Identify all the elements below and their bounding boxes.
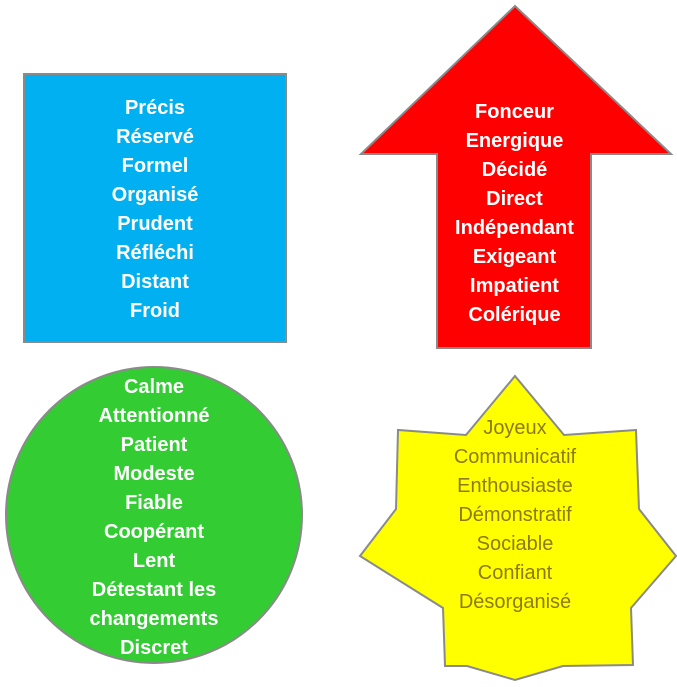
arrow-word: Colérique	[468, 304, 561, 326]
green-circle	[5, 366, 303, 664]
blue-square	[23, 73, 287, 343]
circle-word: Discret	[120, 637, 188, 659]
star-word: Joyeux	[483, 417, 547, 439]
circle-word: Détestant les	[91, 579, 217, 601]
circle-word: Calme	[123, 376, 185, 398]
red-up-arrow	[358, 4, 674, 349]
circle-word: Coopérant	[104, 521, 204, 543]
circle-word-list: Calme Attentionné Patient Modeste Fiable…	[6, 373, 302, 663]
arrow-word: Impatient	[470, 275, 559, 297]
circle-word: Lent	[132, 550, 176, 572]
square-word-list: Précis Réservé Formel Organisé Prudent R…	[24, 94, 286, 326]
arrow-word-list: Fonceur Energique Décidé Direct Indépend…	[437, 98, 592, 330]
yellow-star	[358, 374, 677, 682]
arrow-word: Exigeant	[472, 246, 557, 268]
square-word: Prudent	[117, 213, 193, 235]
circle-word: Fiable	[125, 492, 183, 514]
star-word: Confiant	[477, 562, 553, 584]
arrow-word: Indépendant	[455, 217, 574, 239]
square-word: Réfléchi	[116, 242, 194, 264]
star-word-list: Joyeux Communicatif Enthousiaste Démonst…	[400, 414, 630, 617]
circle-word: Modeste	[113, 463, 195, 485]
star-word: Sociable	[476, 533, 554, 555]
square-word: Réservé	[116, 126, 194, 148]
square-word: Formel	[121, 155, 189, 177]
square-word: Précis	[124, 97, 186, 119]
star-word: Communicatif	[453, 446, 577, 468]
star-word: Désorganisé	[458, 591, 572, 613]
arrow-word: Décidé	[481, 159, 548, 181]
circle-word: Patient	[120, 434, 188, 456]
star-word: Enthousiaste	[457, 475, 573, 497]
arrow-word: Fonceur	[475, 101, 554, 123]
arrow-word: Direct	[486, 188, 543, 210]
square-word: Froid	[130, 300, 180, 322]
square-word: Distant	[121, 271, 189, 293]
star-word: Démonstratif	[458, 504, 572, 526]
square-word: Organisé	[111, 184, 199, 206]
circle-word: Attentionné	[98, 405, 210, 427]
circle-word: changements	[89, 608, 219, 630]
arrow-word: Energique	[465, 130, 564, 152]
